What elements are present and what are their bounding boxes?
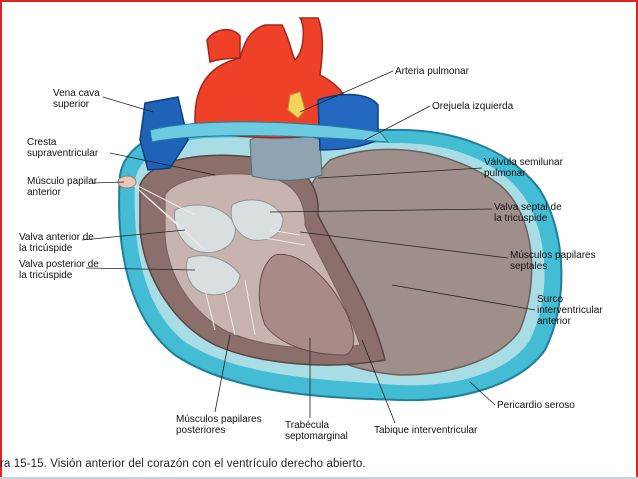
leader-pericardio <box>469 381 496 406</box>
leader-surco <box>391 284 536 311</box>
leader-valva-anterior <box>81 229 186 241</box>
leader-valva-septal <box>269 208 493 213</box>
chordae-tendineae <box>129 181 306 336</box>
label-tabique-interventricular: Tabique interventricular <box>374 425 478 436</box>
label-surco-line1: Surco <box>537 294 564 305</box>
label-arteria-pulmonar: Arteria pulmonar <box>395 66 469 77</box>
label-valva-anterior-line2: la tricúspide <box>19 243 73 254</box>
label-vena-cava-line1: Vena cava <box>53 88 100 99</box>
label-vena-cava-line2: superior <box>53 99 90 110</box>
leader-musculos-posteriores <box>214 334 231 413</box>
figure-caption: ra 15-15. Visión anterior del corazón co… <box>0 458 366 470</box>
leader-tabique <box>361 339 396 424</box>
posterior-leaflet <box>185 255 241 296</box>
label-trabecula-line2: septomarginal <box>285 431 348 442</box>
label-cresta-line1: Cresta <box>27 137 57 148</box>
leader-vena-cava <box>102 96 154 113</box>
label-musculos-posteriores-line2: posteriores <box>176 425 226 436</box>
frame-bottom-border <box>0 477 638 479</box>
label-valvula-semilunar-line2: pulmonar <box>484 168 526 179</box>
pericardial-reflection <box>149 121 390 143</box>
label-valva-septal-line1: Valva septal de <box>494 202 562 213</box>
label-musculos-posteriores-line1: Músculos papilares <box>176 414 262 425</box>
label-valva-posterior-line1: Valva posterior de <box>19 259 99 270</box>
aortic-branch-left <box>206 28 241 64</box>
label-trabecula-line1: Trabécula <box>285 420 330 431</box>
label-valva-anterior-line1: Valva anterior de <box>19 232 94 243</box>
leader-musculos-septales <box>299 231 509 259</box>
label-orejuela: Orejuela izquierda <box>432 101 514 112</box>
label-pericardio-seroso: Pericardio seroso <box>497 400 575 411</box>
label-surco-line3: anterior <box>537 316 571 327</box>
leader-valva-posterior <box>85 267 196 271</box>
leader-arteria-pulmonar <box>299 70 394 113</box>
label-musculos-septales-line1: Músculos papilares <box>510 250 596 261</box>
leader-cresta <box>109 152 216 176</box>
label-valva-posterior-line2: la tricúspide <box>19 270 73 281</box>
label-cresta-line2: supraventricular <box>27 148 99 159</box>
leader-musculo-papilar <box>91 181 125 184</box>
label-surco-line2: interventricular <box>537 305 603 316</box>
label-valva-septal-line2: la tricúspide <box>494 213 548 224</box>
label-valvula-semilunar-line1: Válvula semilunar <box>484 157 563 168</box>
septal-trabeculae <box>258 253 355 356</box>
label-musculo-papilar-line1: Músculo papilar <box>27 176 98 187</box>
leader-orejuela <box>364 105 431 141</box>
label-musculo-papilar-line2: anterior <box>27 187 61 198</box>
label-musculos-septales-line2: septales <box>510 261 548 272</box>
anterior-leaflet <box>174 204 236 254</box>
leader-valvula-semilunar <box>317 167 483 179</box>
